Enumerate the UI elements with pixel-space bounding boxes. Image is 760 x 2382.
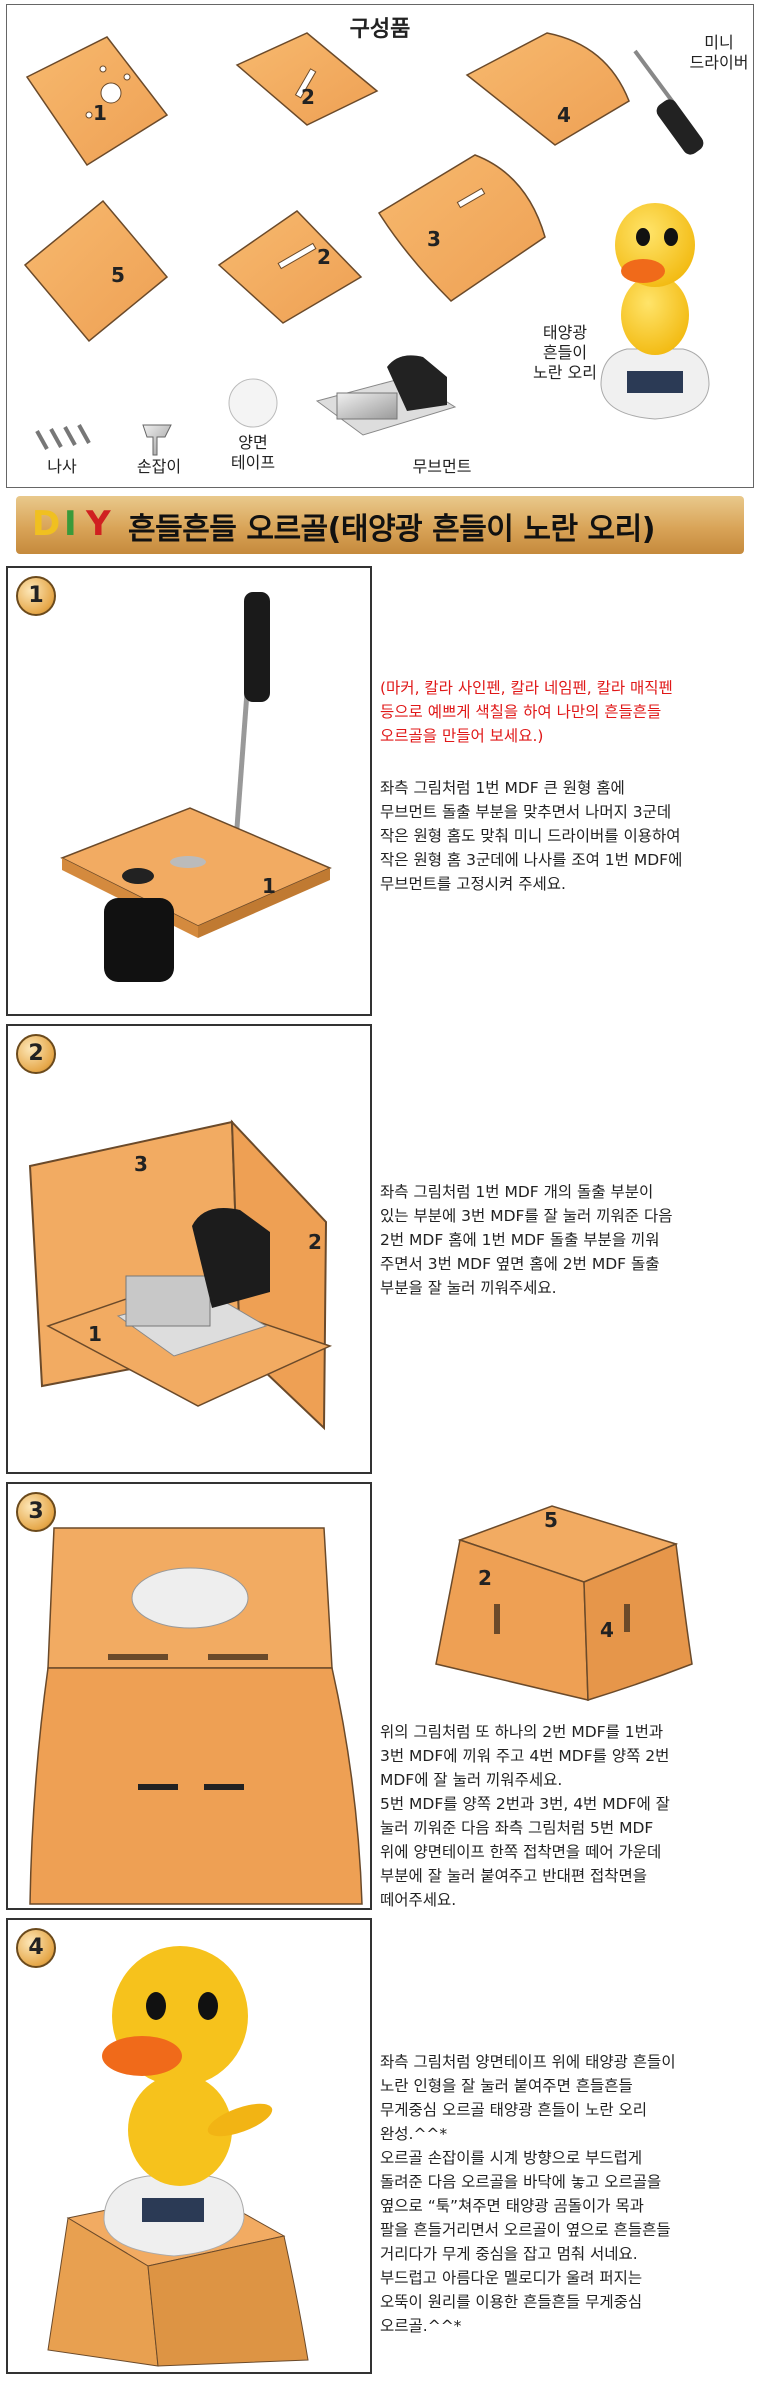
solar-duck-label: 태양광 흔들이 노란 오리 <box>533 323 597 382</box>
movement-icon <box>315 355 457 436</box>
title-banner: D I Y 흔들흔들 오르골(태양광 흔들이 노란 오리) <box>16 496 744 554</box>
banner-title: 흔들흔들 오르골(태양광 흔들이 노란 오리) <box>128 512 655 547</box>
diy-letter-i: I <box>64 504 77 544</box>
screw-icon <box>35 424 91 450</box>
step-3-illustration <box>29 1527 363 1905</box>
step-3-label-5: 5 <box>544 1508 558 1532</box>
mdf-piece-4 <box>465 32 630 146</box>
tape-icon <box>228 378 278 428</box>
step-2-badge: 2 <box>16 1034 56 1074</box>
step-4-illustration <box>47 1946 309 2367</box>
step-3-badge: 3 <box>16 1492 56 1532</box>
step-2-label-1: 1 <box>88 1322 102 1346</box>
screwdriver-icon <box>633 49 704 155</box>
step-1-label-1: 1 <box>262 874 276 898</box>
step-4-figure: 4 <box>6 1918 372 2374</box>
handle-icon <box>142 424 172 456</box>
step-3-assembled-illustration <box>435 1505 693 1702</box>
movement-label: 무브먼트 <box>412 457 472 476</box>
piece-label-4: 4 <box>557 103 571 127</box>
step-3-figure: 3 <box>6 1482 372 1910</box>
mdf-piece-1 <box>25 36 169 167</box>
parts-illustration <box>23 32 710 456</box>
step-4-badge: 4 <box>16 1928 56 1968</box>
diy-letter-y: Y <box>86 504 111 544</box>
step-2-illustration <box>28 1119 333 1431</box>
step-2-text: 좌측 그림처럼 1번 MDF 개의 돌출 부분이 있는 부분에 3번 MDF를 … <box>380 1183 673 1297</box>
piece-label-1: 1 <box>93 101 107 125</box>
mdf-piece-3 <box>377 154 546 302</box>
screw-label: 나사 <box>47 457 77 476</box>
step-1-text: 좌측 그림처럼 1번 MDF 큰 원형 홈에 무브먼트 돌출 부분을 맞추면서 … <box>380 779 683 893</box>
handle-label: 손잡이 <box>136 457 182 476</box>
step-1-note: (마커, 칼라 사인펜, 칼라 네임펜, 칼라 매직펜 등으로 예쁘게 색칠을 … <box>380 679 673 745</box>
piece-label-2b: 2 <box>317 245 331 269</box>
mdf-piece-5 <box>23 199 169 343</box>
tape-label: 양면 테이프 <box>230 433 276 472</box>
step-2-label-3: 3 <box>134 1152 148 1176</box>
parts-title: 구성품 <box>349 17 411 42</box>
step-3-text: 위의 그림처럼 또 하나의 2번 MDF를 1번과 3번 MDF에 끼워 주고 … <box>380 1723 670 1909</box>
step-1-illustration <box>60 592 332 982</box>
mdf-piece-2-top <box>235 32 379 126</box>
step-1-figure: 1 1 <box>6 566 372 1016</box>
step-2-label-2: 2 <box>308 1230 322 1254</box>
piece-label-5: 5 <box>111 263 125 287</box>
step-2-figure: 2 3 2 1 <box>6 1024 372 1474</box>
step-4-text: 좌측 그림처럼 양면테이프 위에 태양광 흔들이 노란 인형을 잘 눌러 붙여주… <box>380 2053 676 2335</box>
mdf-piece-2-bottom <box>217 210 363 324</box>
step-3-label-2: 2 <box>478 1566 492 1590</box>
mini-driver-label: 미니 드라이버 <box>689 33 749 72</box>
duck-icon <box>600 203 710 420</box>
step-1-badge: 1 <box>16 576 56 616</box>
piece-label-2a: 2 <box>301 85 315 109</box>
step-3-label-4: 4 <box>600 1618 614 1642</box>
piece-label-3: 3 <box>427 227 441 251</box>
parts-panel: 구성품 <box>6 4 754 488</box>
diy-letter-d: D <box>32 504 61 544</box>
